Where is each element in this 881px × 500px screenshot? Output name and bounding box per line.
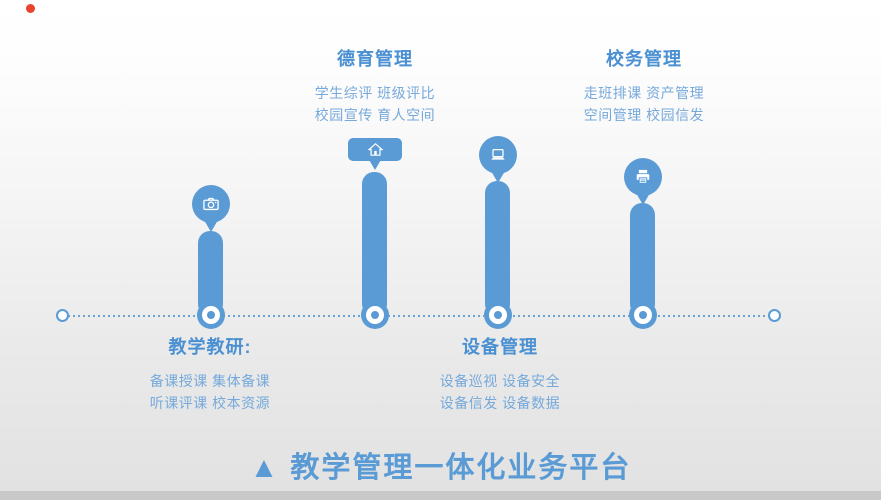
group-teaching-research: 教学教研: 备课授课 集体备课 听课评课 校本资源 xyxy=(100,336,320,414)
group-line: 设备巡视 设备安全 xyxy=(439,373,561,389)
pin-bar-school xyxy=(630,203,655,316)
pin-bar-moral xyxy=(362,172,387,316)
timeline-right-endpoint xyxy=(768,309,781,322)
timeline-node-device xyxy=(484,301,512,329)
bottom-strip xyxy=(0,491,881,500)
laptop-icon xyxy=(479,136,517,174)
group-line: 备课授课 集体备课 xyxy=(149,373,271,389)
pin-tail xyxy=(636,193,650,205)
group-line: 校园宣传 育人空间 xyxy=(314,107,436,123)
group-title: 校务管理 xyxy=(606,49,682,69)
group-line: 走班排课 资产管理 xyxy=(583,85,705,101)
group-line: 学生综评 班级评比 xyxy=(314,85,436,101)
timeline-left-endpoint xyxy=(56,309,69,322)
timeline-node-teaching xyxy=(197,301,225,329)
group-moral-education: 德育管理 学生综评 班级评比 校园宣传 育人空间 xyxy=(265,48,485,126)
camera-icon xyxy=(192,185,230,223)
group-title: 德育管理 xyxy=(337,49,413,69)
group-school-affairs: 校务管理 走班排课 资产管理 空间管理 校园信发 xyxy=(534,48,754,126)
pin-tail xyxy=(368,158,382,170)
home-icon xyxy=(348,138,402,161)
printer-icon xyxy=(624,158,662,196)
timeline-dotted-line xyxy=(63,315,775,317)
group-device-management: 设备管理 设备巡视 设备安全 设备信发 设备数据 xyxy=(390,336,610,414)
record-dot-icon xyxy=(26,4,35,13)
group-title: 教学教研: xyxy=(168,337,252,357)
pin-tail xyxy=(204,220,218,232)
page-title: ▲ 教学管理一体化业务平台 xyxy=(249,452,632,484)
timeline-node-moral xyxy=(361,301,389,329)
group-line: 设备信发 设备数据 xyxy=(439,395,561,411)
group-line: 听课评课 校本资源 xyxy=(149,395,271,411)
pin-tail xyxy=(491,171,505,183)
group-title: 设备管理 xyxy=(462,337,538,357)
group-line: 空间管理 校园信发 xyxy=(583,107,705,123)
pin-bar-device xyxy=(485,181,510,316)
timeline-node-school xyxy=(629,301,657,329)
